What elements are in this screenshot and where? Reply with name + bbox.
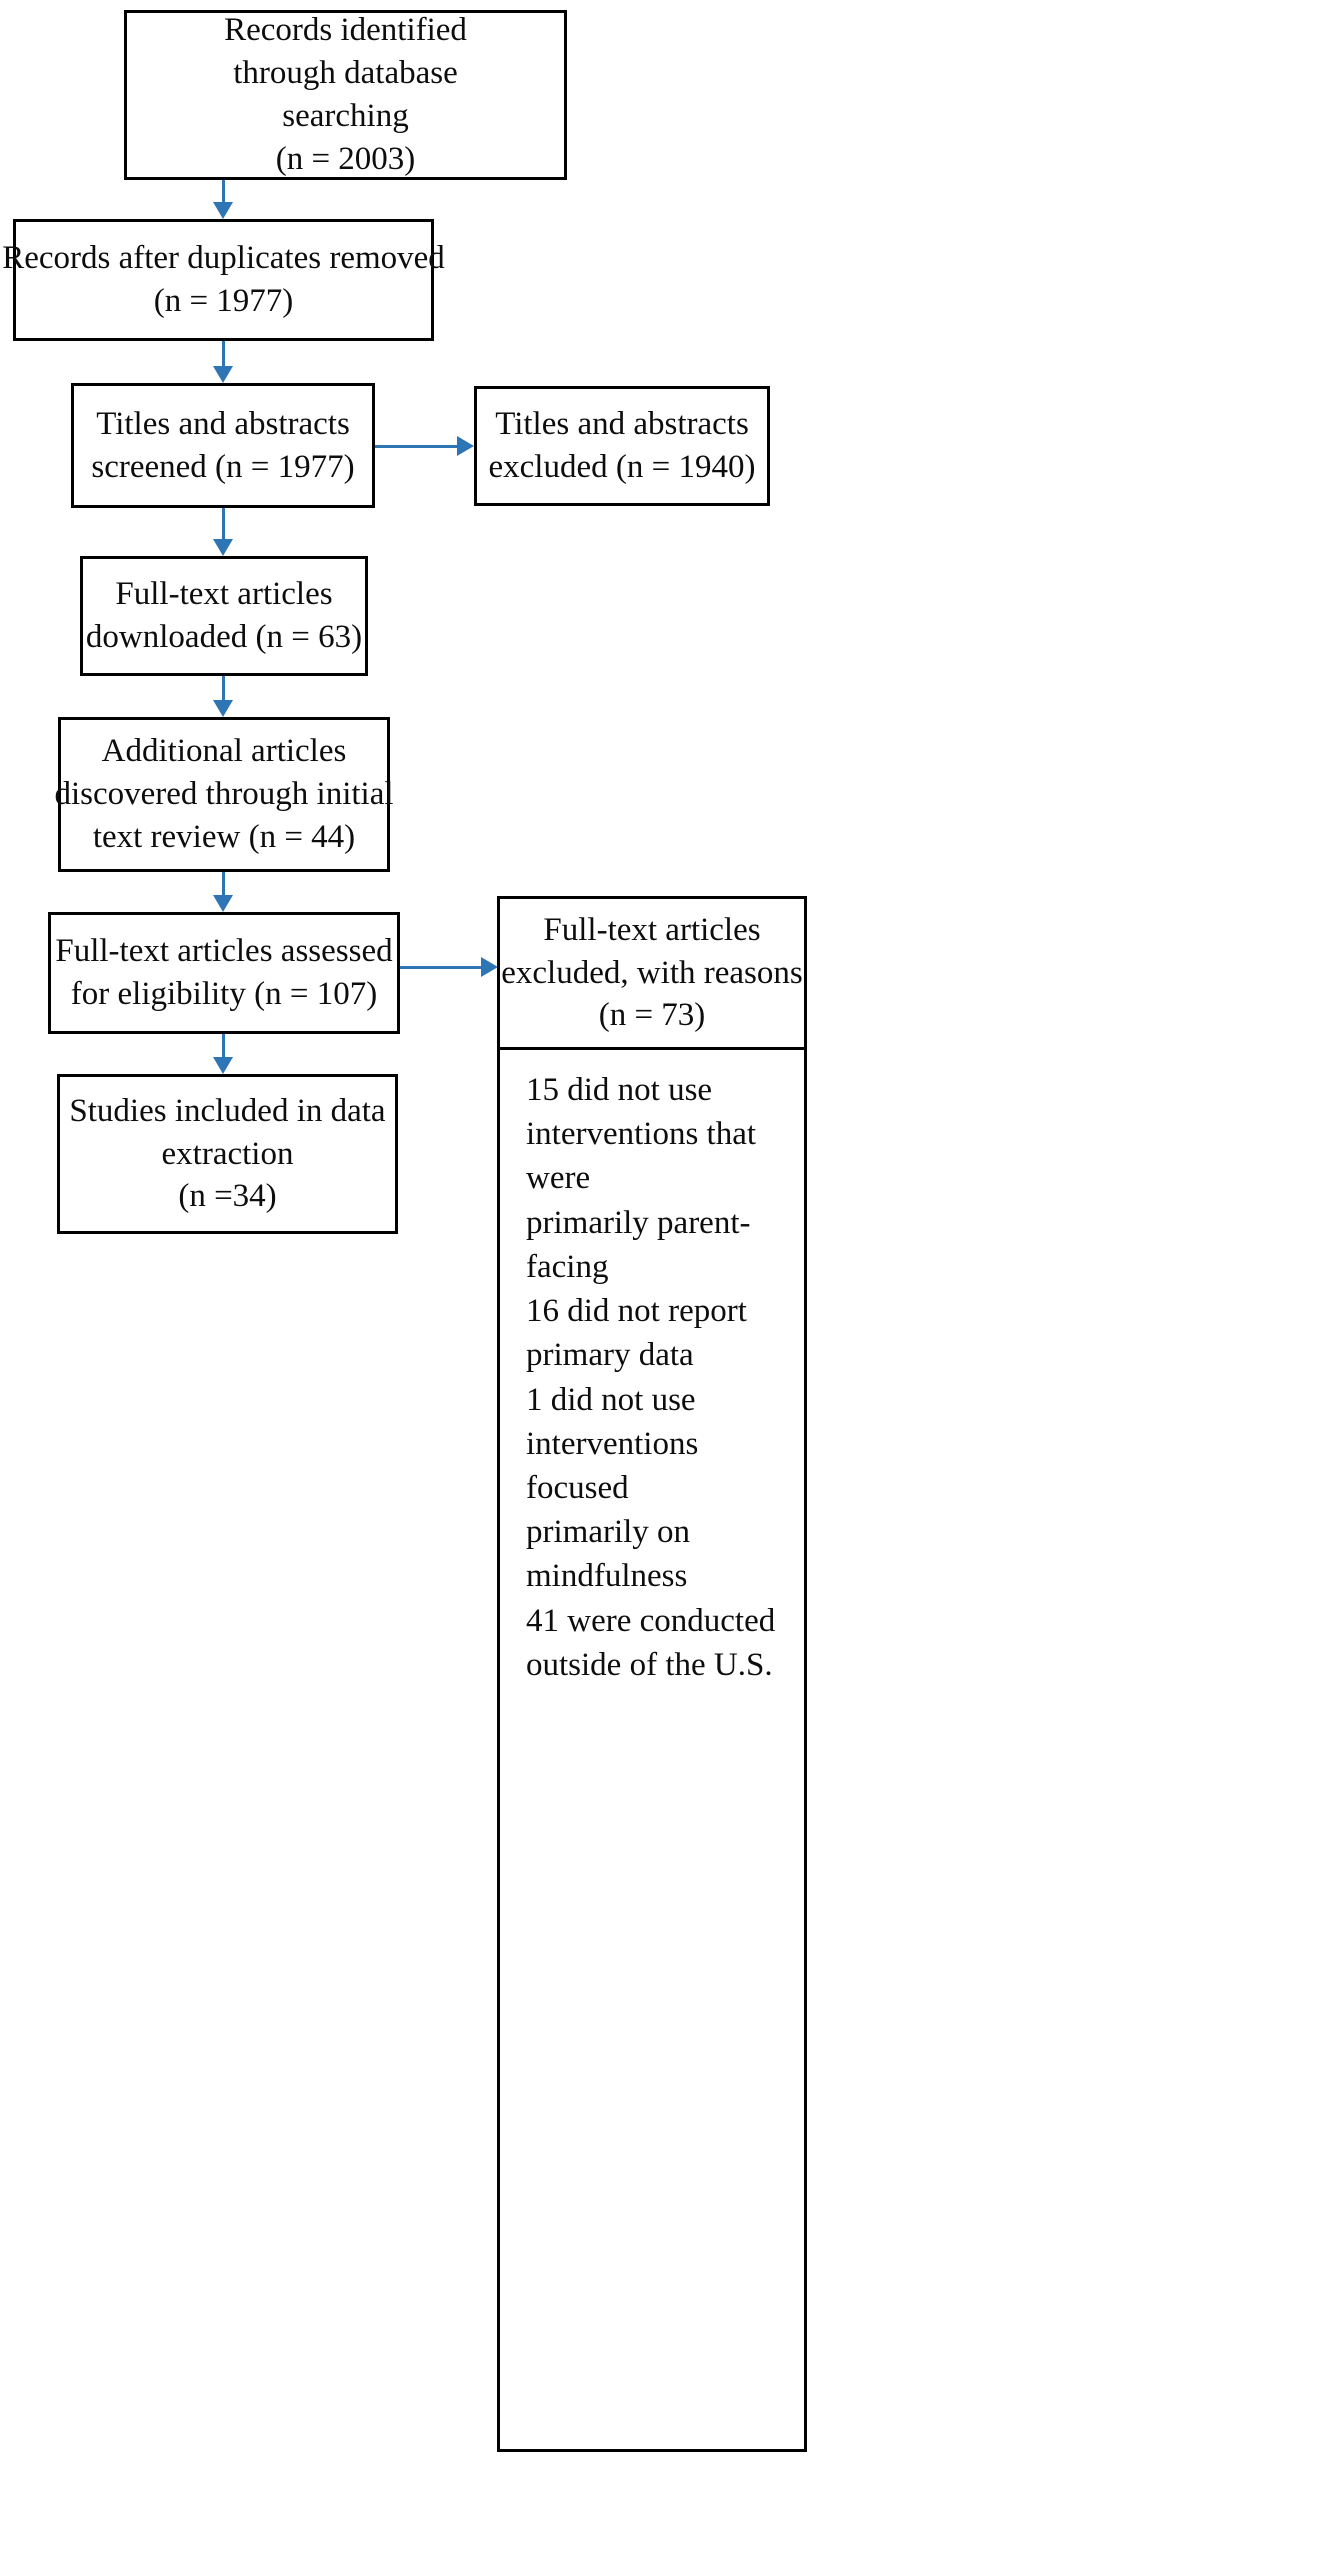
box-fulltext-excluded-header-line-2: excluded, with reasons [501, 954, 803, 991]
box-titles-screened-line-1: Titles and abstracts [96, 405, 350, 442]
reason-line: primarily parent-facing [526, 1204, 751, 1285]
box-fulltext-excluded-header-line-3: (n = 73) [598, 997, 706, 1034]
arrow-duplicates-to-screened [213, 341, 233, 383]
reason-line: 41 were conducted [526, 1602, 776, 1639]
box-fulltext-excluded-header-line-1: Full-text articles [543, 911, 761, 948]
box-studies-included-line-2: extraction [161, 1135, 294, 1172]
reason-line: primarily on [526, 1514, 691, 1551]
box-studies-included-line-1: Studies included in data [69, 1092, 386, 1129]
box-fulltext-eligibility-line-1: Full-text articles assessed [55, 933, 393, 970]
arrow-screened-to-excluded [375, 436, 474, 456]
box-additional-articles-line-2: discovered through initial [54, 776, 394, 813]
arrow-eligibility-to-excluded [400, 957, 498, 977]
box-records-identified: Records identified through database sear… [124, 10, 567, 180]
arrow-screened-to-downloaded [213, 508, 233, 556]
box-fulltext-downloaded: Full-text articles downloaded (n = 63) [80, 556, 368, 676]
reason-line: 15 did not use [526, 1072, 713, 1108]
box-studies-included: Studies included in data extraction (n =… [57, 1074, 398, 1234]
box-titles-excluded-line-2: excluded (n = 1940) [488, 449, 756, 485]
arrow-identified-to-duplicates [213, 180, 233, 219]
arrow-additional-to-eligibility [213, 872, 233, 912]
box-additional-articles: Additional articles discovered through i… [54, 717, 394, 872]
box-records-identified-line-1: Records identified [224, 12, 467, 49]
reason-line: 1 did not use [526, 1381, 696, 1418]
box-records-identified-line-2: through database [233, 55, 458, 92]
box-additional-articles-line-3: text review (n = 44) [92, 818, 356, 855]
box-titles-screened: Titles and abstracts screened (n = 1977) [71, 383, 375, 508]
arrow-eligibility-to-included [213, 1034, 233, 1074]
box-duplicates-removed: Records after duplicates removed (n = 19… [2, 219, 445, 341]
box-duplicates-removed-line-1: Records after duplicates removed [2, 240, 445, 277]
reason-line: mindfulness [526, 1558, 688, 1595]
box-studies-included-line-3: (n =34) [178, 1178, 277, 1215]
box-titles-screened-line-2: screened (n = 1977) [91, 448, 355, 485]
box-fulltext-downloaded-line-2: downloaded (n = 63) [85, 619, 363, 655]
box-fulltext-eligibility: Full-text articles assessed for eligibil… [48, 912, 400, 1034]
box-fulltext-excluded-header: Full-text articles excluded, with reason… [500, 899, 804, 1050]
reason-line: primary data [526, 1337, 694, 1374]
reason-line: interventions that were [526, 1116, 757, 1197]
box-titles-excluded: Titles and abstracts excluded (n = 1940) [474, 386, 770, 506]
box-additional-articles-line-1: Additional articles [101, 733, 347, 770]
reason-line: 16 did not report [526, 1293, 747, 1330]
arrow-downloaded-to-additional [213, 676, 233, 717]
box-fulltext-excluded-reasons: 15 did not use interventions that were p… [500, 1050, 804, 2449]
box-records-identified-line-4: (n = 2003) [275, 140, 416, 177]
box-fulltext-eligibility-line-2: for eligibility (n = 107) [70, 976, 378, 1012]
reason-line: outside of the U.S. [526, 1646, 773, 1683]
box-duplicates-removed-line-2: (n = 1977) [153, 283, 294, 319]
reason-line: interventions focused [526, 1425, 699, 1506]
box-fulltext-downloaded-line-1: Full-text articles [115, 576, 333, 613]
box-titles-excluded-line-1: Titles and abstracts [495, 406, 749, 443]
box-fulltext-excluded-with-reasons: Full-text articles excluded, with reason… [497, 896, 807, 2452]
box-records-identified-line-3: searching [282, 98, 409, 134]
